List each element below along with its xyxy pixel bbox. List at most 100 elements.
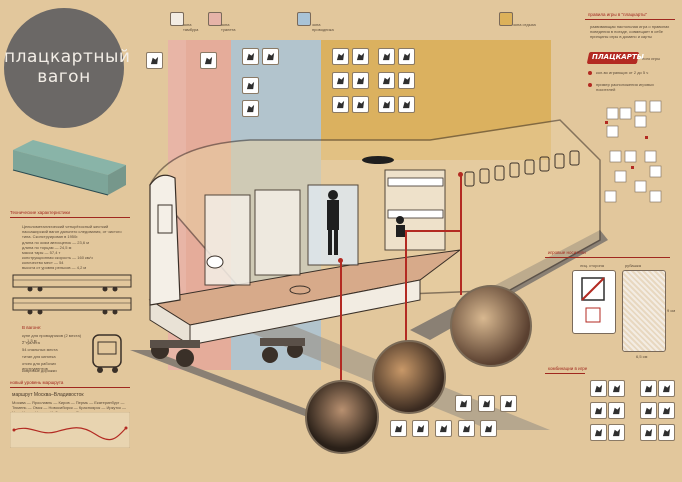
photo-circle-large bbox=[450, 285, 532, 367]
icon-photo-row-1b bbox=[478, 395, 495, 412]
route-caption: маршрут Москва–Владивосток bbox=[12, 392, 84, 398]
combo-icon-6 bbox=[608, 402, 625, 419]
game-logo-text: ПЛАЦКАРТЫ bbox=[592, 53, 644, 61]
icon-rest-10 bbox=[352, 96, 369, 113]
top-label-restroom: зона туалета bbox=[221, 22, 236, 32]
game-carrier-rule bbox=[545, 257, 670, 258]
icon-photo-row-2a bbox=[390, 420, 407, 437]
tech-line-4: конструкционная скорость — 160 км/ч bbox=[22, 255, 93, 260]
connector-3 bbox=[460, 175, 462, 295]
tech-line-6: высота от уровня рельсов — 4,2 м bbox=[22, 265, 87, 270]
tech-line-5: количество мест — 54 bbox=[22, 260, 64, 265]
icon-photo-row-1a bbox=[455, 395, 472, 412]
wagon-thumbnail bbox=[12, 140, 126, 196]
restroom-icon bbox=[208, 12, 222, 26]
icon-rest-1 bbox=[332, 48, 349, 65]
combo-icon-9 bbox=[590, 424, 607, 441]
connector-2 bbox=[405, 230, 407, 350]
card-face bbox=[572, 270, 616, 334]
connector-4 bbox=[405, 230, 460, 232]
combo-icon-4 bbox=[658, 380, 675, 397]
tech-line-1: длина по осям автосцепок — 23,6 м bbox=[22, 240, 89, 245]
wagon-elevation-drawings bbox=[12, 274, 132, 315]
combos-rule bbox=[545, 373, 585, 374]
rules-bullet-2 bbox=[588, 83, 592, 87]
conductor-icon bbox=[297, 12, 311, 26]
tech-line-3: масса тары — 57,4 т bbox=[22, 250, 61, 255]
icon-photo-row-2e bbox=[480, 420, 497, 437]
icon-rest-3 bbox=[378, 48, 395, 65]
dim-height: 9 см bbox=[667, 308, 676, 313]
icon-rest-8 bbox=[398, 72, 415, 89]
tech-text: Цельнометаллический четырёхосный жесткий… bbox=[22, 224, 122, 239]
in-wagon-line-6: ковровые дорожки bbox=[22, 368, 57, 373]
in-wagon-line-3: 54 спальных места bbox=[22, 347, 58, 352]
icon-rest-6 bbox=[352, 72, 369, 89]
dim-width: 6,5 см bbox=[636, 354, 648, 359]
icon-rest-2 bbox=[352, 48, 369, 65]
face-label: лиц. сторона bbox=[580, 263, 604, 268]
tech-line-2: длина по торцам — 24,5 м bbox=[22, 245, 72, 250]
combo-icon-11 bbox=[640, 424, 657, 441]
combo-icon-12 bbox=[658, 424, 675, 441]
combos-header: комбинации в игре bbox=[548, 366, 588, 371]
tech-header: Технические характеристики bbox=[10, 210, 71, 215]
top-label-conductor: зона проводника bbox=[312, 22, 334, 32]
tech-header-rule bbox=[10, 217, 130, 218]
wagon-cutaway-illustration bbox=[130, 119, 608, 430]
icon-rest-4 bbox=[398, 48, 415, 65]
combo-icon-2 bbox=[608, 380, 625, 397]
icon-rest-12 bbox=[398, 96, 415, 113]
rules-text: развивающая настольная игра о правилах п… bbox=[590, 24, 670, 39]
back-label: рубашка bbox=[625, 263, 641, 268]
rules-header-rule bbox=[585, 19, 675, 20]
in-wagon-line-4: титан для кипятка bbox=[22, 354, 56, 359]
in-wagon-line-5: отсек для рабочих инструментов bbox=[22, 361, 57, 371]
icon-restroom-1 bbox=[242, 48, 259, 65]
icon-rest-11 bbox=[378, 96, 395, 113]
rules-header: правила игры в "плацкарты" bbox=[588, 12, 648, 17]
icon-vestibule-1 bbox=[146, 52, 163, 69]
title-line-1: плацкартный bbox=[4, 47, 131, 67]
icon-photo-row-1c bbox=[500, 395, 517, 412]
combo-icon-5 bbox=[590, 402, 607, 419]
connector-dot-1 bbox=[338, 258, 343, 263]
game-layout-example bbox=[604, 100, 662, 203]
icon-rest-7 bbox=[378, 72, 395, 89]
game-carrier-header: игровые носители bbox=[548, 250, 586, 255]
route-header-rule bbox=[10, 387, 130, 388]
wagon-cross-section bbox=[92, 334, 122, 373]
in-wagon-line-2: 2 туалета bbox=[22, 340, 40, 345]
rules-bullet-1 bbox=[588, 71, 592, 75]
photo-circle-small bbox=[305, 380, 379, 454]
icon-rest-9 bbox=[332, 96, 349, 113]
combo-icon-3 bbox=[640, 380, 657, 397]
combo-icon-7 bbox=[640, 402, 657, 419]
connector-1 bbox=[340, 260, 342, 425]
combo-icon-8 bbox=[658, 402, 675, 419]
icon-restroom-4 bbox=[242, 100, 259, 117]
icon-vestibule-2 bbox=[200, 52, 217, 69]
in-wagon-line-1: купе для проводников (2 места) — 1,5 м bbox=[22, 333, 82, 343]
card-face-graphic bbox=[581, 277, 605, 323]
photo-circle-mid bbox=[372, 340, 446, 414]
top-label-rest: зона отдыха bbox=[513, 22, 536, 27]
combo-icon-1 bbox=[590, 380, 607, 397]
icon-photo-row-2b bbox=[412, 420, 429, 437]
rules-item-1: кол-во играющих от 2 до 5 ч bbox=[596, 70, 649, 75]
icon-restroom-2 bbox=[262, 48, 279, 65]
combo-icon-10 bbox=[608, 424, 625, 441]
rules-item-2: пример расположения игровых носителей bbox=[596, 82, 655, 92]
card-back bbox=[622, 270, 666, 352]
logo-subtitle: лого игры bbox=[642, 56, 661, 61]
rest-icon bbox=[499, 12, 513, 26]
title-line-2: вагон bbox=[37, 67, 91, 87]
icon-photo-row-2d bbox=[458, 420, 475, 437]
title-disc: плацкартный вагон bbox=[4, 8, 131, 128]
vestibule-icon bbox=[170, 12, 184, 26]
icon-photo-row-2c bbox=[435, 420, 452, 437]
route-header: новый уровень маршрута bbox=[10, 380, 64, 385]
top-label-vestibule: зона тамбура bbox=[183, 22, 199, 32]
in-wagon-header: В вагоне: bbox=[22, 325, 42, 330]
connector-dot-2 bbox=[458, 172, 463, 177]
